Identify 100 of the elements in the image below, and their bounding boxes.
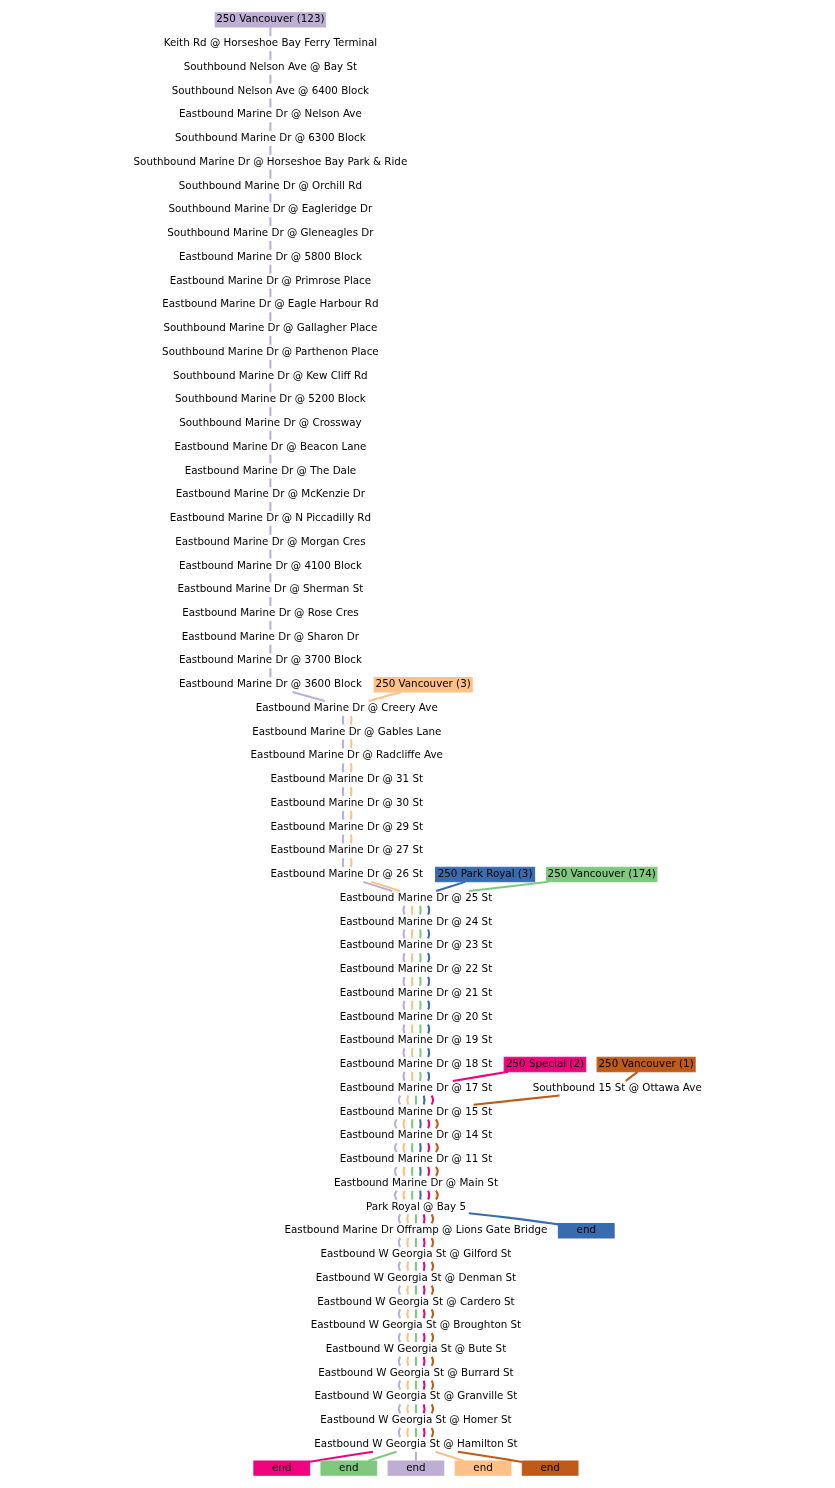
connector <box>430 1308 434 1319</box>
node-text: Eastbound Marine Dr @ 22 St <box>339 962 492 975</box>
connector <box>430 1427 434 1438</box>
connector <box>426 1047 430 1058</box>
connector <box>405 1285 409 1295</box>
connector <box>349 834 352 844</box>
node-text: Eastbound Marine Dr @ Nelson Ave <box>178 107 362 120</box>
connector <box>414 1428 417 1437</box>
connector <box>414 1309 417 1319</box>
connector <box>402 1071 405 1082</box>
node-text: Eastbound W Georgia St @ Denman St <box>315 1270 516 1283</box>
node-text: Eastbound Marine Dr @ 31 St <box>270 772 423 785</box>
connector <box>397 1095 401 1105</box>
connector <box>418 1143 422 1153</box>
connector <box>268 597 271 606</box>
connector <box>426 1000 430 1010</box>
connector <box>268 383 271 393</box>
connector <box>402 1024 405 1034</box>
node-text: Eastbound Marine Dr @ 19 St <box>339 1033 492 1046</box>
connector <box>309 1450 373 1463</box>
connector <box>268 264 271 274</box>
connector <box>268 74 271 84</box>
node-text: Eastbound Marine Dr @ Sherman St <box>176 582 363 595</box>
connector <box>405 1261 409 1271</box>
connector <box>397 1427 401 1438</box>
connector <box>405 1380 409 1390</box>
connector <box>414 1095 417 1105</box>
connector <box>405 1237 409 1248</box>
node-text: Eastbound Marine Dr @ 20 St <box>339 1009 492 1022</box>
connector <box>349 810 352 820</box>
connector <box>268 217 271 227</box>
connector <box>405 1095 409 1105</box>
connector <box>452 1070 508 1083</box>
connector <box>418 1071 422 1081</box>
node-text: Eastbound Marine Dr @ McKenzie Dr <box>175 487 365 500</box>
connector <box>422 1380 425 1390</box>
connector <box>426 929 430 939</box>
node-text: Eastbound Marine Dr @ 21 St <box>339 985 492 998</box>
connector <box>426 1024 430 1034</box>
node-text: Eastbound W Georgia St @ Hamilton St <box>313 1436 518 1449</box>
node-text: Southbound Marine Dr @ Crossway <box>178 416 362 429</box>
connector <box>434 1142 439 1153</box>
connector <box>435 880 465 892</box>
connector <box>418 976 422 986</box>
connector <box>268 525 271 535</box>
connector <box>422 1261 425 1271</box>
connector <box>402 1166 405 1177</box>
connector <box>426 976 430 987</box>
node-text: Southbound 15 St @ Ottawa Ave <box>532 1080 702 1093</box>
connector <box>414 1356 417 1366</box>
connector <box>370 880 400 892</box>
node-text: Eastbound W Georgia St @ Broughton St <box>310 1318 521 1331</box>
connector <box>268 240 271 250</box>
connector <box>430 1095 434 1105</box>
connector <box>426 1071 430 1082</box>
connector <box>426 905 430 915</box>
connector <box>414 1214 417 1224</box>
node-text: Park Royal @ Bay 5 <box>365 1199 466 1212</box>
connector <box>418 1119 422 1129</box>
node-text: Eastbound Marine Dr @ 30 St <box>270 795 423 808</box>
connector <box>402 929 405 939</box>
node-text: Eastbound Marine Dr @ N Piccadilly Rd <box>169 511 371 524</box>
connector <box>397 1261 401 1272</box>
connector <box>402 952 405 963</box>
connector <box>418 1048 422 1058</box>
node-text: Eastbound W Georgia St @ Burrard St <box>317 1365 514 1378</box>
connector <box>418 905 422 915</box>
node-box: end <box>319 1460 377 1476</box>
node-text: Eastbound Marine Dr @ 3600 Block <box>178 677 362 690</box>
connector <box>405 1427 409 1438</box>
connector <box>414 1404 417 1414</box>
node-box: 250 Vancouver (174) <box>545 866 657 883</box>
connector <box>268 312 271 322</box>
connector <box>422 1332 425 1343</box>
node-text: Eastbound Marine Dr @ 29 St <box>270 819 423 832</box>
connector <box>434 1450 464 1462</box>
connector <box>422 1404 425 1414</box>
connector <box>397 1403 401 1414</box>
connector <box>422 1285 425 1295</box>
node-text: Eastbound W Georgia St @ Bute St <box>325 1342 506 1354</box>
connector <box>422 1237 425 1248</box>
connector <box>268 502 271 511</box>
connector <box>341 739 344 749</box>
node-box: 250 Special (2) <box>503 1056 586 1073</box>
connector <box>397 1285 401 1295</box>
node-text: Eastbound Marine Dr @ 5800 Block <box>178 249 362 262</box>
connector <box>418 929 422 939</box>
connector <box>402 1190 405 1200</box>
connector <box>426 1166 430 1177</box>
connector <box>349 715 352 725</box>
connector <box>430 1356 434 1367</box>
connector <box>418 953 422 963</box>
connector <box>268 193 271 203</box>
connector <box>397 1332 401 1343</box>
connector <box>397 1356 401 1367</box>
connector <box>393 1166 398 1177</box>
connector <box>430 1403 434 1414</box>
connector <box>268 288 271 298</box>
node-text: Southbound Marine Dr @ Kew Cliff Rd <box>172 368 368 381</box>
connector <box>268 620 271 630</box>
